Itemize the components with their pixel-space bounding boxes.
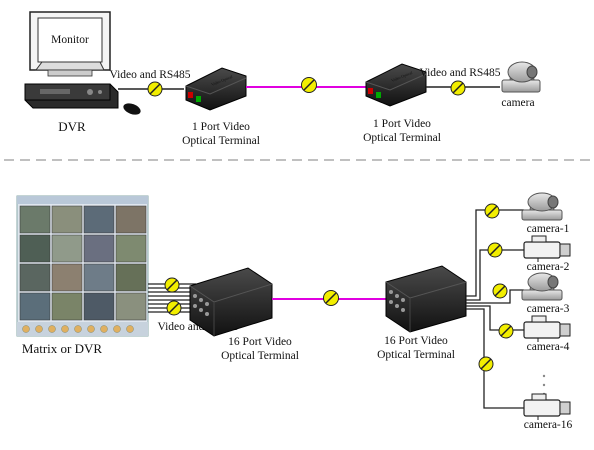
optical-terminal-16port-left <box>189 267 273 337</box>
control-button-icon <box>113 325 121 333</box>
control-button-icon <box>61 325 69 333</box>
video-tile <box>115 234 147 263</box>
ptz-dome-icon: camera-1 <box>521 192 570 235</box>
monitor-label: Monitor <box>51 34 89 46</box>
camera-label: camera-3 <box>527 303 570 315</box>
connector-icon <box>498 323 514 339</box>
ptz-dome-icon: camera-3 <box>521 272 570 315</box>
connector-icon <box>484 203 500 219</box>
video-tile <box>51 205 83 234</box>
video-tile <box>83 263 115 292</box>
terminal-label-top-right: 1 Port Video <box>373 118 431 130</box>
connector-icon <box>301 77 317 93</box>
video-tile <box>19 234 51 263</box>
connector-icon <box>492 283 508 299</box>
camera-label-top: camera <box>501 97 534 109</box>
terminal-label-top-left: 1 Port Video <box>192 121 250 133</box>
source-label: Matrix or DVR <box>22 341 102 356</box>
control-button-icon <box>48 325 56 333</box>
cable-fanout <box>466 209 524 409</box>
video-tile <box>83 234 115 263</box>
dvr-icon <box>24 83 119 109</box>
box-camera-icon: camera-16 <box>523 393 573 431</box>
dvr-label: DVR <box>58 119 86 134</box>
mouse-icon <box>123 103 141 115</box>
camera-label: camera-4 <box>527 341 570 353</box>
control-button-icon <box>35 325 43 333</box>
matrix-screen-icon <box>16 195 149 337</box>
signal-label-right: Video and RS485 <box>419 67 500 79</box>
connector-icon <box>147 81 163 97</box>
video-tile <box>51 234 83 263</box>
terminal-label-top-right-2: Optical Terminal <box>363 132 441 144</box>
monitor-icon: Monitor <box>29 11 111 77</box>
terminal-label-bottom-right: 16 Port Video <box>384 335 448 347</box>
control-button-icon <box>74 325 82 333</box>
control-button-icon <box>22 325 30 333</box>
connector-icon <box>164 277 180 293</box>
video-tile <box>19 263 51 292</box>
control-button-icon <box>87 325 95 333</box>
video-tile <box>83 292 115 321</box>
control-button-icon <box>100 325 108 333</box>
connector-icon <box>450 80 466 96</box>
box-camera-icon: camera-2 <box>523 235 571 273</box>
video-tile <box>19 205 51 234</box>
terminal-label-bottom-left: 16 Port Video <box>228 336 292 348</box>
connector-icon <box>478 356 494 372</box>
video-tile <box>115 205 147 234</box>
optical-terminal-16port-right <box>385 265 467 333</box>
ptz-dome-icon <box>501 61 541 93</box>
video-tile <box>51 263 83 292</box>
terminal-label-bottom-left-2: Optical Terminal <box>221 350 299 362</box>
camera-list: camera-1 camera-2 camera-3 camera-4 camera-1… <box>521 192 573 431</box>
camera-label: camera-16 <box>524 419 573 431</box>
video-tile <box>19 292 51 321</box>
connector-icon <box>323 290 339 306</box>
ellipsis-dots <box>542 374 546 396</box>
signal-label-left: Video and RS485 <box>109 69 190 81</box>
video-tile <box>83 205 115 234</box>
terminal-label-top-left-2: Optical Terminal <box>182 135 260 147</box>
optical-terminal-1port-left: Video Optical <box>185 67 247 111</box>
connector-icon <box>166 300 182 316</box>
video-tile <box>115 292 147 321</box>
video-tile <box>115 263 147 292</box>
video-tile <box>51 292 83 321</box>
box-camera-icon: camera-4 <box>523 315 571 353</box>
camera-label: camera-1 <box>527 223 570 235</box>
camera-label: camera-2 <box>527 261 570 273</box>
terminal-label-bottom-right-2: Optical Terminal <box>377 349 455 361</box>
optical-terminal-1port-right: Video Optical <box>365 63 427 107</box>
control-button-icon <box>126 325 134 333</box>
connector-icon <box>487 242 503 258</box>
